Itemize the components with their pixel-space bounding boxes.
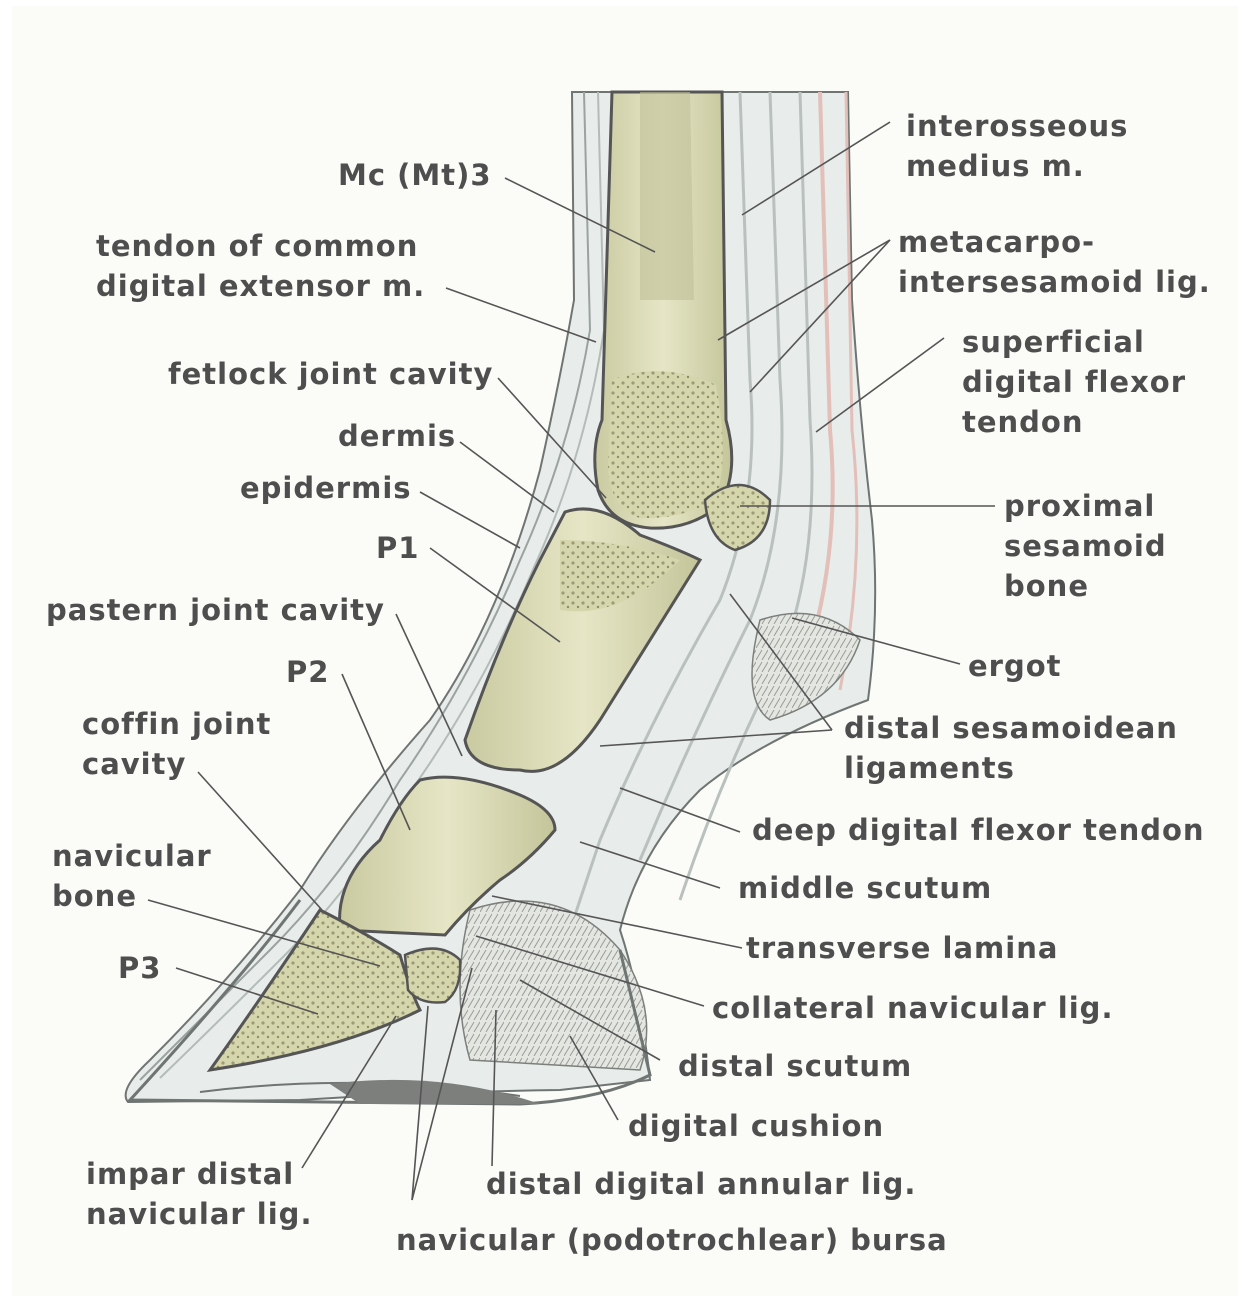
label-impar-distal-navicular-lig: impar distalnavicular lig. [86, 1154, 312, 1234]
label-navicular-bursa: navicular (podotrochlear) bursa [396, 1220, 948, 1260]
navicular-bone [405, 949, 460, 1003]
label-coffin-joint-cavity: coffin jointcavity [82, 704, 271, 784]
cannon-bone-spongy [608, 371, 723, 518]
label-transverse-lamina: transverse lamina [746, 928, 1058, 968]
label-common-digital-extensor: tendon of commondigital extensor m. [96, 226, 425, 306]
label-epidermis: epidermis [240, 468, 412, 508]
label-pastern-joint-cavity: pastern joint cavity [46, 590, 385, 630]
label-middle-scutum: middle scutum [738, 868, 992, 908]
label-distal-sesamoidean-ligaments: distal sesamoideanligaments [844, 708, 1178, 788]
label-proximal-sesamoid-bone: proximalsesamoidbone [1004, 486, 1167, 606]
label-p2: P2 [286, 652, 329, 692]
label-metacarpo-intersesamoid: metacarpo-intersesamoid lig. [898, 222, 1211, 302]
label-mc-mt3: Mc (Mt)3 [338, 155, 492, 195]
label-digital-cushion: digital cushion [628, 1106, 884, 1146]
label-distal-digital-annular-lig: distal digital annular lig. [486, 1164, 916, 1204]
label-distal-scutum: distal scutum [678, 1046, 912, 1086]
label-navicular-bone: navicularbone [52, 836, 212, 916]
label-dermis: dermis [338, 416, 456, 456]
label-interosseous-medius: interosseousmedius m. [906, 106, 1128, 186]
label-deep-digital-flexor-tendon: deep digital flexor tendon [752, 810, 1205, 850]
label-collateral-navicular-lig: collateral navicular lig. [712, 988, 1113, 1028]
label-ergot: ergot [968, 646, 1062, 686]
label-fetlock-joint-cavity: fetlock joint cavity [168, 354, 493, 394]
label-superficial-digital-flexor: superficialdigital flexortendon [962, 322, 1186, 442]
label-p3: P3 [118, 948, 161, 988]
label-p1: P1 [376, 528, 419, 568]
